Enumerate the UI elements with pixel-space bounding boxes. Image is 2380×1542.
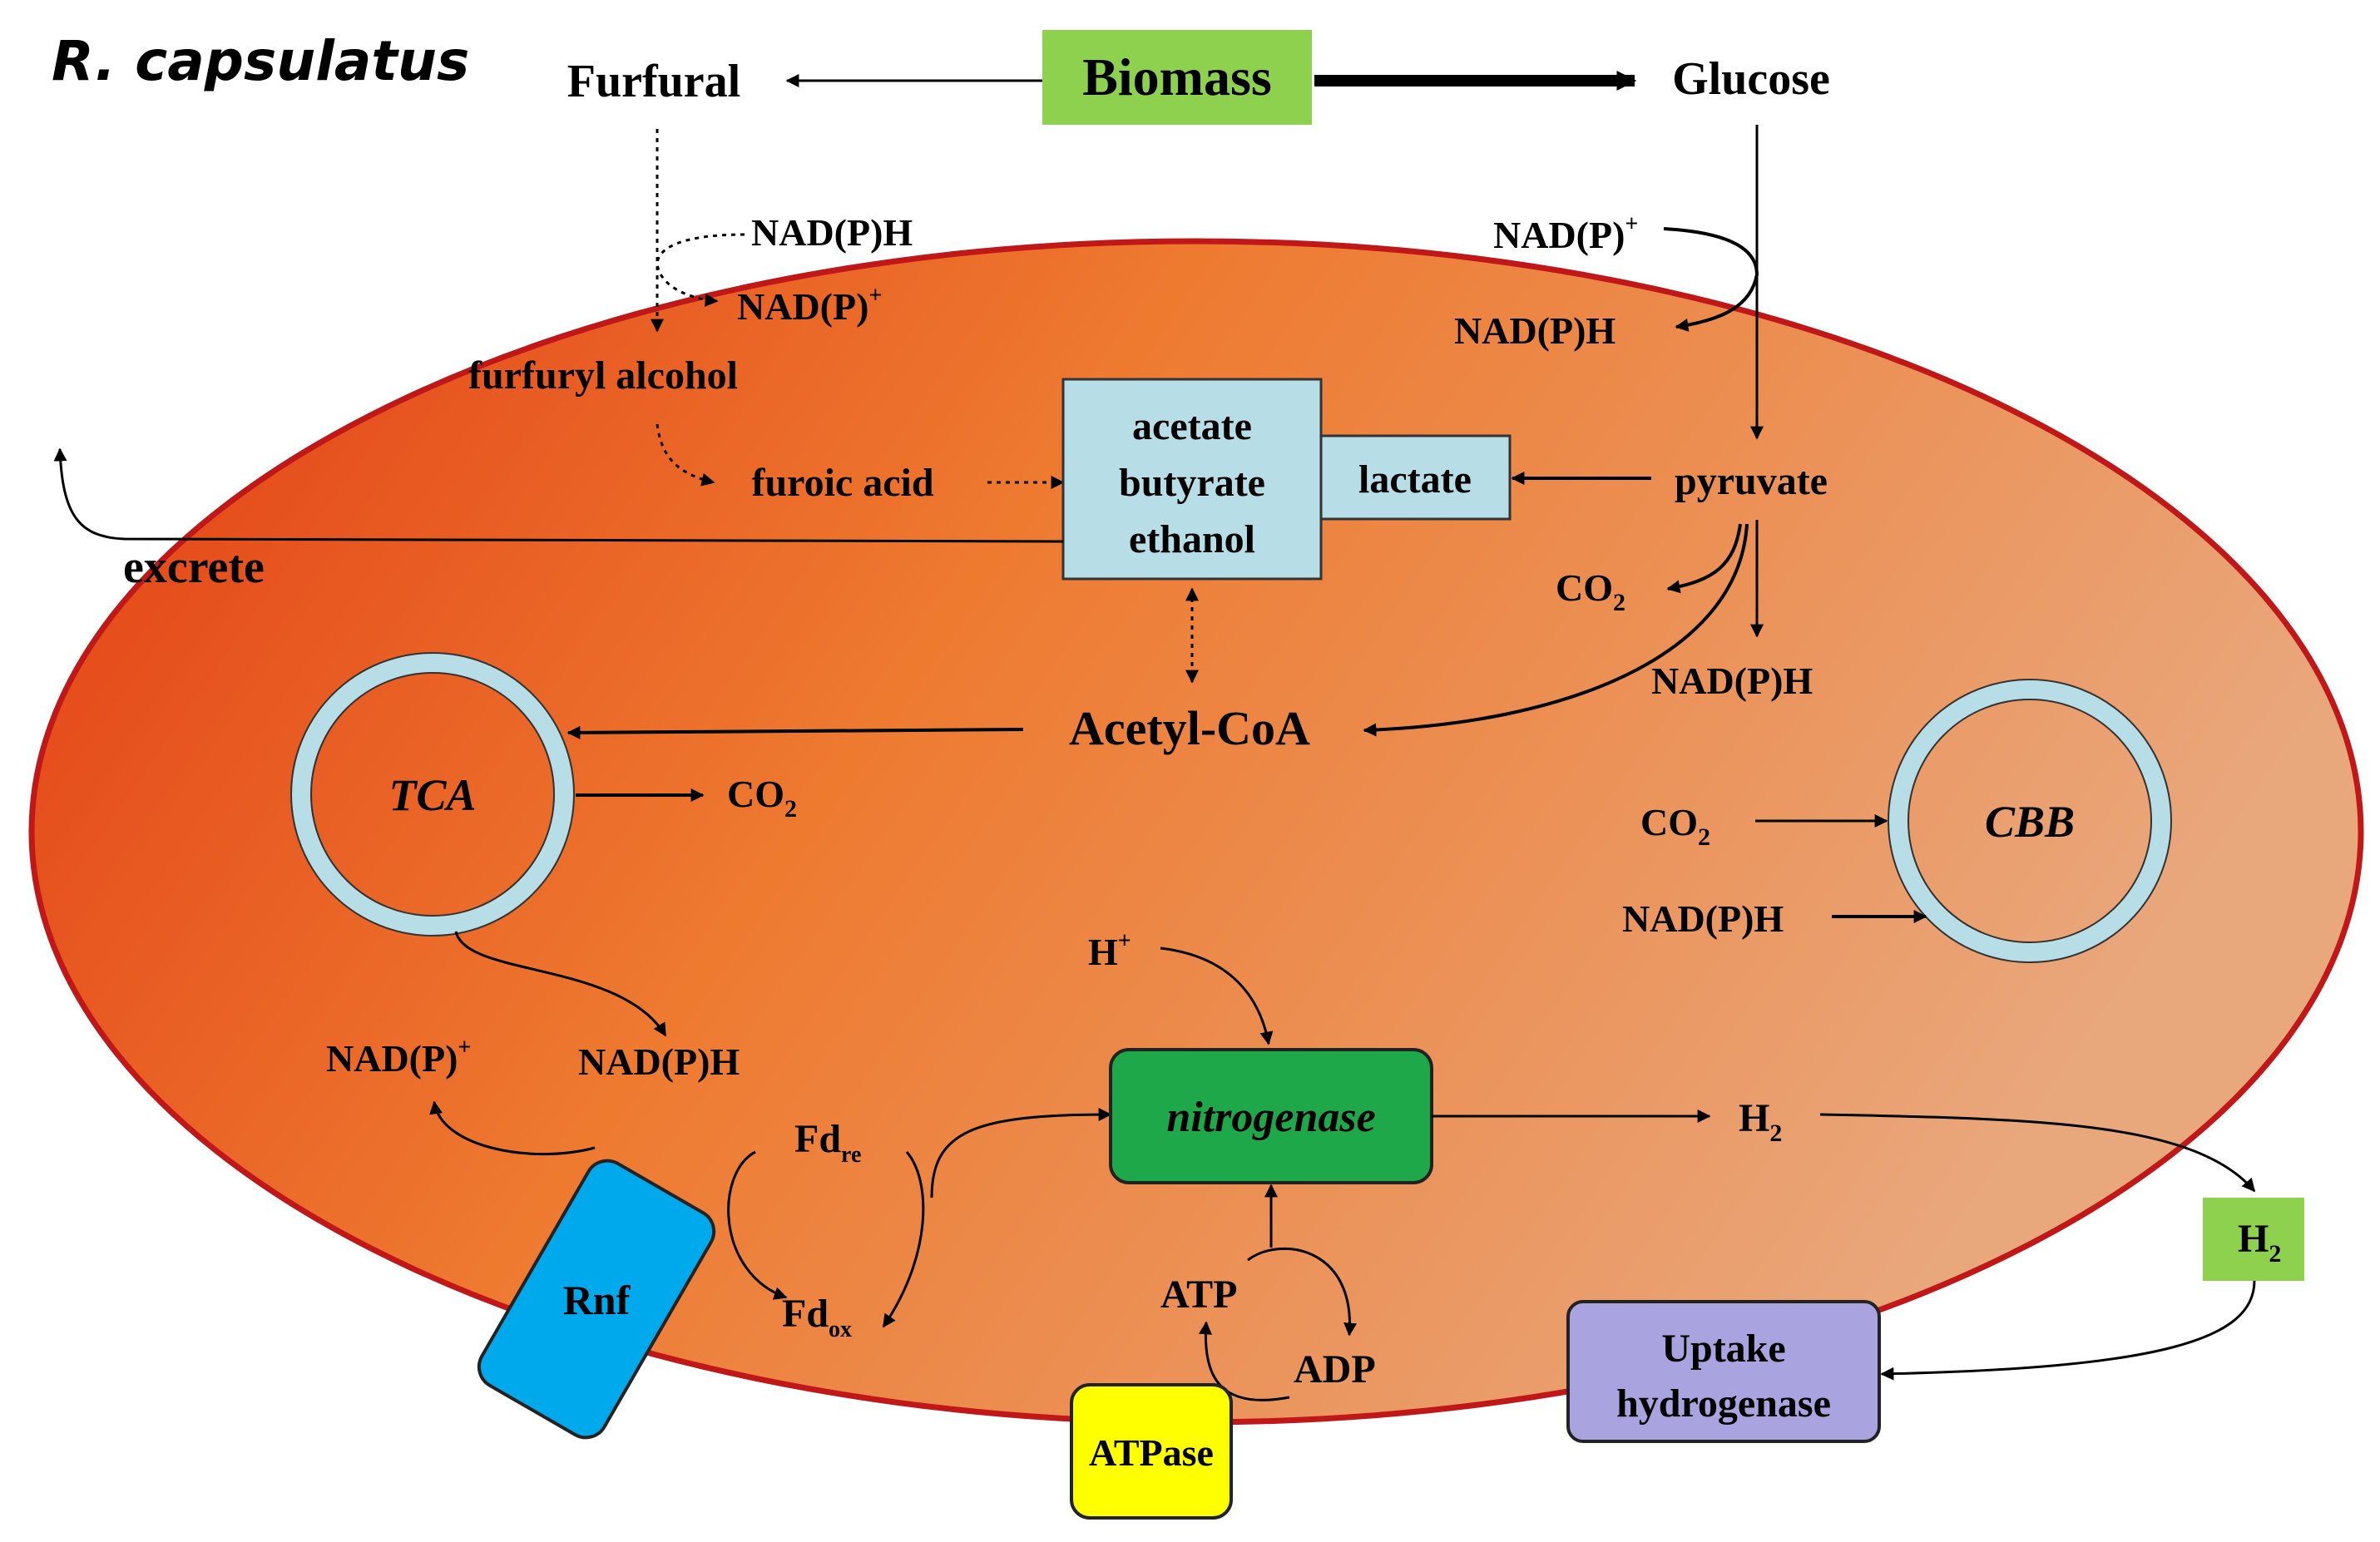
- acid-butyrate-label: butyrate: [1119, 461, 1265, 505]
- arrow-acetyl-coa-to-tca: [567, 725, 1024, 739]
- hydrogenase-box: [1566, 1300, 1881, 1443]
- arrow-pyruvate-to-acetyl-coa: [1363, 523, 1749, 737]
- arrow-excrete: [53, 447, 1064, 543]
- arrow-pyruvate-to-co2: [1666, 523, 1742, 594]
- nadp-rnf-label: NAD(P)+: [326, 1035, 471, 1080]
- h2-inside-label: H2: [1739, 1096, 1782, 1147]
- biomass-box: [1042, 30, 1312, 125]
- excrete-label: excrete: [123, 541, 265, 593]
- furoic-acid-label: furoic acid: [751, 461, 933, 505]
- lactate-label: lactate: [1358, 457, 1472, 502]
- tca-cycle-ring: [292, 654, 573, 935]
- nitrogenase-label: nitrogenase: [1166, 1094, 1375, 1141]
- nadp-top-label: NAD(P)+: [737, 283, 882, 328]
- cbb-cycle-inner-outline: [1907, 699, 2152, 943]
- furfuryl-alcohol-label: furfuryl alcohol: [468, 353, 738, 398]
- nadph-top-label: NAD(P)H: [751, 211, 913, 254]
- acetyl-coa-label: Acetyl-CoA: [1069, 701, 1310, 755]
- rnf-label: Rnf: [563, 1277, 631, 1323]
- nadph-glucose-label: NAD(P)H: [1454, 309, 1616, 352]
- furfural-label: Furfural: [567, 56, 740, 107]
- arrow-fd-to-nitrogenase: [930, 1108, 1112, 1199]
- rnf-box: [477, 1159, 716, 1440]
- acid-acetate-label: acetate: [1132, 404, 1252, 448]
- co2-pyruvate-label: CO2: [1556, 566, 1625, 616]
- arrow-glucose-cofactor: [1663, 227, 1759, 332]
- biomass-label: Biomass: [1082, 47, 1272, 106]
- nadp-glucose-label: NAD(P)+: [1493, 211, 1638, 256]
- cbb-cycle-outer-outline: [1888, 679, 2172, 963]
- adp-label: ADP: [1294, 1347, 1376, 1391]
- nadph-rnf-label: NAD(P)H: [578, 1040, 740, 1083]
- tca-label: TCA: [388, 770, 476, 820]
- arrow-atp-to-adp: [1247, 1247, 1358, 1337]
- arrow-fdre-to-nitrogenase: [882, 1151, 925, 1328]
- arrow-nadph-top-cofactor: [656, 233, 745, 307]
- arrow-tca-to-nadph-rnf: [454, 931, 667, 1037]
- tca-cycle-inner-outline: [310, 672, 555, 917]
- h-plus-label: H+: [1088, 928, 1131, 973]
- atpase-box: [1070, 1383, 1233, 1520]
- arrow-h2-to-hydrogenase: [1880, 1280, 2256, 1381]
- fd-re-label: Fdre: [794, 1117, 861, 1168]
- pyruvate-label: pyruvate: [1675, 459, 1828, 503]
- co2-tca-label: CO2: [727, 773, 797, 823]
- h2-outside-box: [2203, 1198, 2304, 1281]
- nadph-cbb-label: NAD(P)H: [1622, 897, 1784, 940]
- arrow-furfuryl-alcohol-to-furoic-acid: [656, 423, 715, 487]
- atpase-label: ATPase: [1089, 1431, 1214, 1474]
- arrow-h-plus-to-nitrogenase: [1160, 946, 1274, 1045]
- lactate-box: [1319, 434, 1512, 521]
- hydrogenase-label-line1: Uptake: [1661, 1327, 1785, 1371]
- arrow-fd-loop: [727, 1150, 788, 1300]
- organism-label: R. capsulatus: [52, 29, 469, 93]
- glucose-label: Glucose: [1672, 53, 1830, 105]
- tca-cycle-outer-outline: [290, 652, 575, 937]
- cbb-label: CBB: [1985, 797, 2075, 847]
- co2-cbb-label: CO2: [1640, 801, 1710, 851]
- cbb-cycle-ring: [1889, 680, 2170, 961]
- arrow-h2-outside: [1819, 1113, 2256, 1193]
- acid-ethanol-label: ethanol: [1129, 517, 1255, 561]
- hydrogenase-label-line2: hydrogenase: [1616, 1381, 1831, 1426]
- fd-ox-label: Fdox: [782, 1292, 852, 1342]
- h2-outside-label: H2: [2238, 1217, 2281, 1268]
- atp-label: ATP: [1160, 1273, 1237, 1317]
- arrow-rnf-to-nadp: [429, 1100, 596, 1156]
- nadph-pyruvate-label: NAD(P)H: [1651, 660, 1813, 702]
